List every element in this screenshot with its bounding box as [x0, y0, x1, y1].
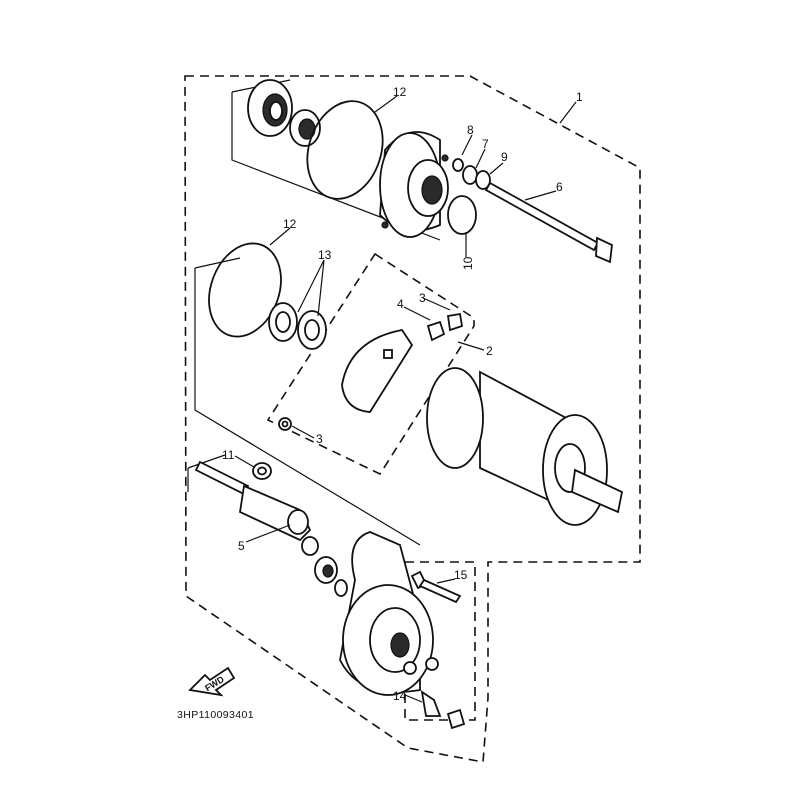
- callout-leader-lines: [234, 95, 577, 703]
- shim-washers: [268, 302, 327, 350]
- washer-7: [462, 165, 478, 185]
- brush-holder-subassembly-outline: [266, 252, 475, 476]
- brush-plate: [341, 329, 414, 413]
- callout-14: 14: [393, 689, 407, 703]
- yoke-armature: [426, 367, 624, 526]
- callout-1: 1: [576, 90, 583, 104]
- assembly-boundary-outline: [184, 75, 641, 763]
- callout-11: 11: [222, 448, 235, 462]
- front-cover: [379, 131, 449, 238]
- callout-10: 10: [461, 256, 475, 270]
- nut-11: [252, 462, 272, 480]
- brush-spring-top: [446, 312, 464, 332]
- rear-cover: [339, 531, 439, 696]
- o-ring-rear: [208, 242, 282, 338]
- callout-5: 5: [238, 539, 245, 553]
- rear-cover-guide-line: [187, 454, 226, 492]
- o-ring-front: [306, 100, 384, 200]
- callout-12-rear: 12: [283, 217, 297, 231]
- o-ring-10: [447, 195, 477, 235]
- callout-9: 9: [501, 150, 508, 164]
- yoke-guide-line: [194, 257, 421, 546]
- bolt-15: [410, 570, 462, 604]
- callout-8: 8: [467, 123, 474, 137]
- forward-direction-arrow: FWD: [188, 666, 236, 697]
- wire-lead: [194, 460, 250, 496]
- callout-2: 2: [486, 344, 493, 358]
- callout-4: 4: [397, 297, 404, 311]
- callout-15: 15: [454, 568, 468, 582]
- washer-8: [452, 158, 464, 172]
- callout-13: 13: [318, 248, 332, 262]
- callout-7: 7: [482, 137, 489, 151]
- terminal-bolt: [239, 484, 312, 542]
- brush-4: [426, 320, 446, 342]
- callout-3-bottom: 3: [316, 432, 323, 446]
- through-bolt: [484, 181, 613, 264]
- washer-9: [475, 170, 491, 190]
- callout-12-front: 12: [393, 85, 407, 99]
- drawing-code: 3HP110093401: [177, 709, 254, 721]
- oil-seal: [247, 79, 293, 137]
- terminal-14: [420, 690, 466, 730]
- terminal-insulators: [301, 536, 348, 597]
- callout-3-top: 3: [419, 291, 426, 305]
- callout-6: 6: [556, 180, 563, 194]
- brush-spring-bottom: [278, 417, 292, 431]
